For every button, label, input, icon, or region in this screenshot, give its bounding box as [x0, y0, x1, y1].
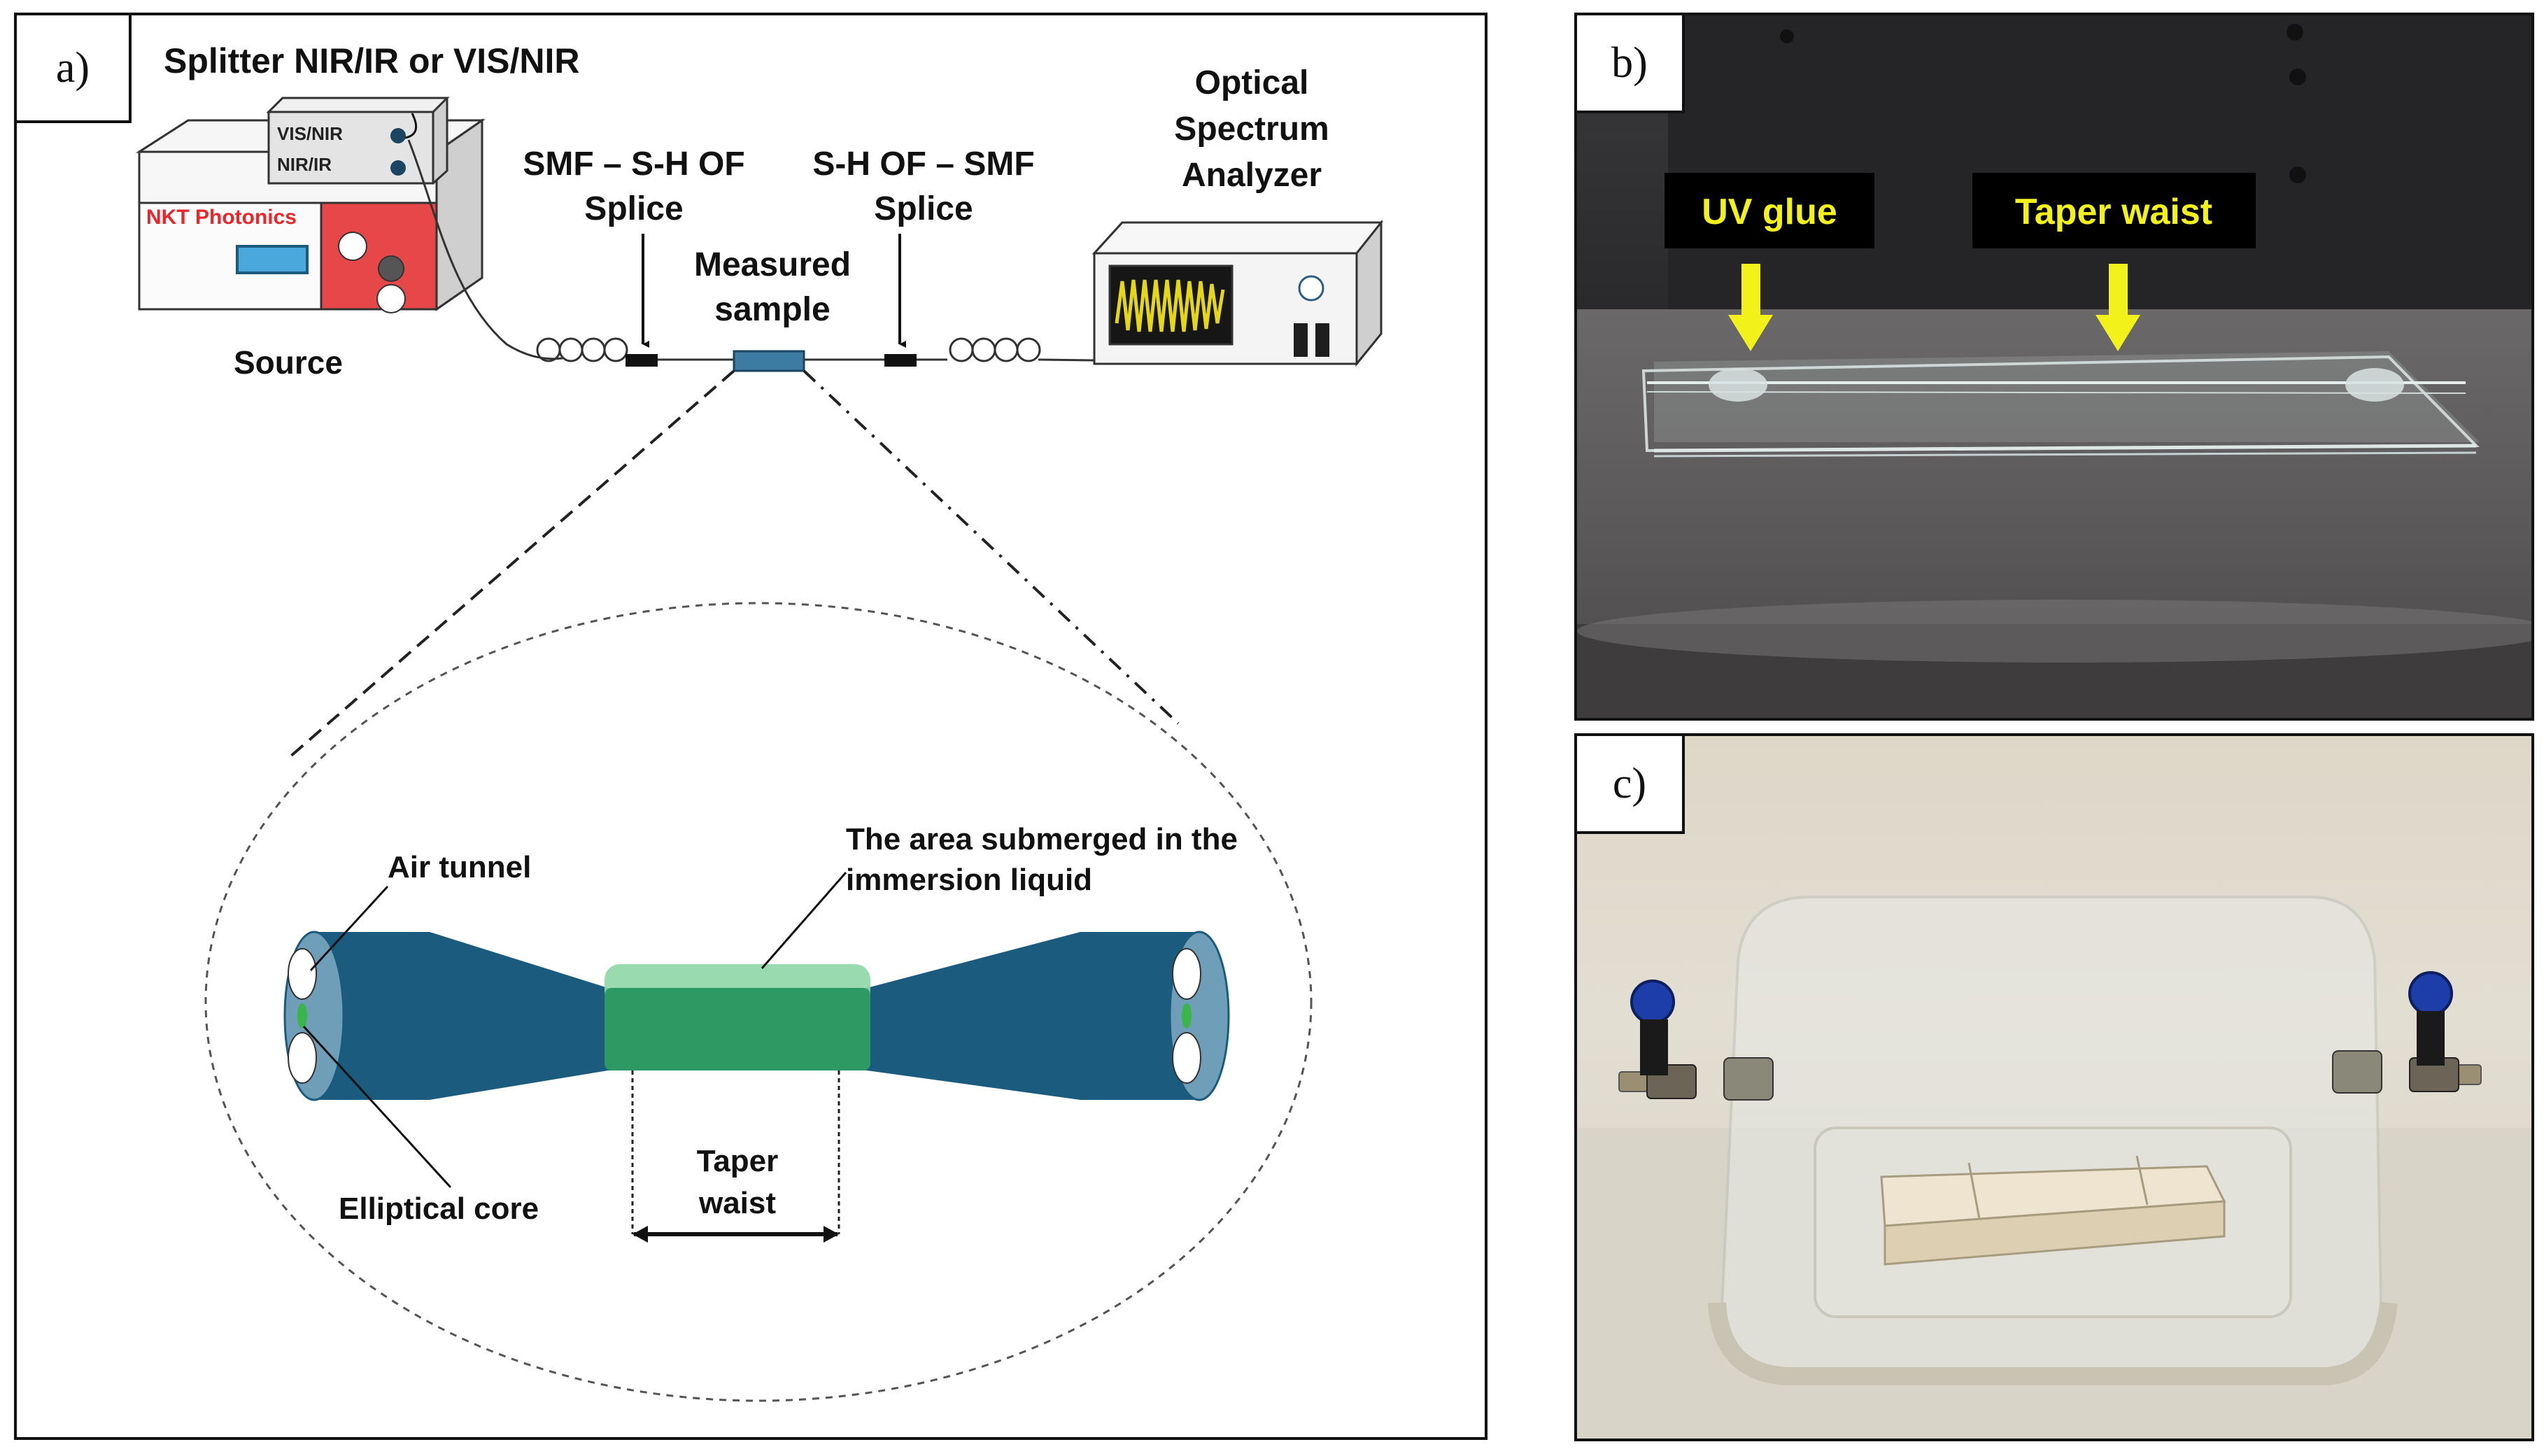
panel-b-tag: b) [1577, 15, 1685, 113]
uv-glue-label-box [1665, 173, 1874, 248]
splitter-nir-label: NIR/IR [277, 154, 332, 175]
zoom-ellipse [204, 602, 1313, 1402]
panel-a-setup-diagram: a) Splitter NIR/IR or VIS/NIR NKT Photon… [14, 13, 1487, 1440]
splitter-vis-label: VIS/NIR [277, 123, 343, 144]
splice-1-label-line2: Splice [584, 190, 683, 227]
measured-sample-line1: Measured [694, 246, 851, 283]
fiber-coils-right [949, 337, 1041, 362]
source-brand: NKT Photonics [146, 206, 297, 229]
osa-label-line1: Optical [1195, 64, 1309, 101]
source-label: Source [234, 344, 343, 381]
splice-1 [626, 354, 658, 367]
air-tunnel-label: Air tunnel [388, 850, 531, 884]
splice-2-label-line1: S-H OF – SMF [812, 146, 1034, 183]
taper-waist-line1: Taper [697, 1144, 779, 1178]
fiber-coils-left [536, 337, 628, 362]
splice-2 [884, 354, 917, 367]
submerged-label-line1: The area submerged in the [846, 822, 1238, 856]
splitter-title: Splitter NIR/IR or VIS/NIR [164, 41, 580, 80]
panel-c-photo-container: c) [1574, 733, 2534, 1441]
taper-waist-label: Taper waist [2015, 192, 2212, 232]
taper-waist-arrow [2096, 264, 2140, 351]
uv-glue-label: UV glue [1702, 192, 1837, 232]
taper-waist-line2: waist [698, 1186, 776, 1220]
osa-label-line2: Spectrum [1174, 111, 1329, 148]
container-photo-svg [1577, 736, 2531, 1439]
sample-photo-svg: UV glue Taper waist [1577, 15, 2531, 718]
splice-2-label-line2: Splice [874, 190, 973, 227]
taper-waist-label-box [1972, 173, 2256, 248]
panel-b-photo-sample: UV glue Taper waist b) [1574, 13, 2534, 721]
panel-a-tag: a) [17, 15, 132, 123]
uv-glue-arrow [1728, 264, 1773, 351]
measured-sample-block [733, 350, 805, 372]
submerged-label-line2: immersion liquid [846, 863, 1092, 897]
measured-sample-line2: sample [714, 291, 830, 328]
splitter-device: VIS/NIR NIR/IR [266, 97, 450, 185]
optical-spectrum-analyzer [1091, 219, 1384, 367]
osa-label-line3: Analyzer [1182, 157, 1322, 194]
immersion-container [1618, 896, 2482, 1385]
setup-diagram-svg: Splitter NIR/IR or VIS/NIR NKT Photonics… [135, 41, 1384, 1402]
glass-slide [1641, 351, 2480, 458]
splice-1-label-line1: SMF – S-H OF [523, 146, 744, 183]
elliptical-core-label: Elliptical core [339, 1192, 539, 1226]
panel-c-tag: c) [1577, 736, 1685, 834]
